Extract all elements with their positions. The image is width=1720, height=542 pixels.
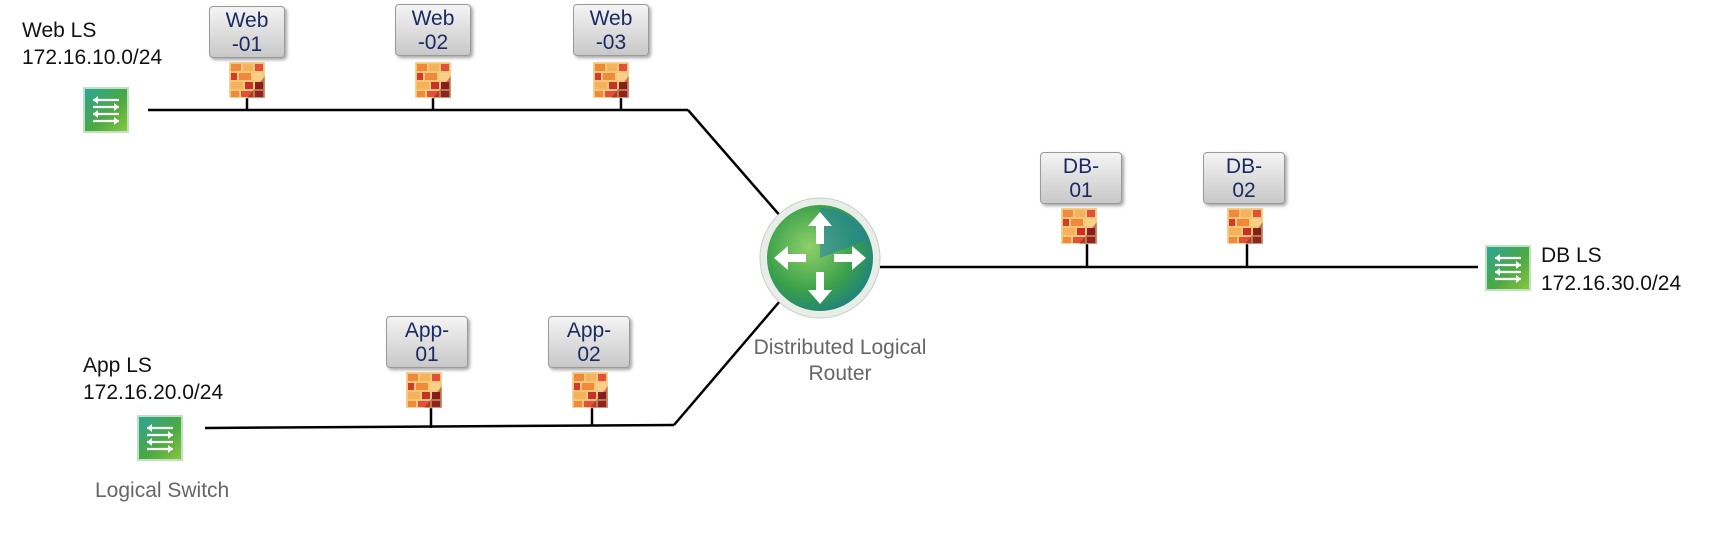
vm-label-line1: DB- (1062, 155, 1100, 178)
vm-label-line1: Web (589, 7, 633, 30)
firewall-icon (228, 61, 266, 99)
firewall-icon (592, 61, 630, 99)
db-ls-name: DB LS (1541, 244, 1602, 267)
vm-label-line1: Web (411, 7, 455, 30)
vm-app-02[interactable]: App- 02 (548, 316, 630, 368)
vm-label-line2: 02 (577, 343, 601, 366)
router-label-line1: Distributed Logical (753, 336, 927, 359)
vm-label-line2: 02 (1232, 179, 1256, 202)
vm-web-01[interactable]: Web -01 (209, 6, 285, 58)
app-ls-subnet: 172.16.20.0/24 (83, 381, 224, 404)
vm-web-03[interactable]: Web -03 (573, 4, 649, 56)
vm-label-line2: 01 (1069, 179, 1093, 202)
logical-switch-icon (82, 86, 130, 134)
router-label-line2: Router (808, 362, 872, 385)
router-icon (759, 197, 881, 319)
vm-label-line2: -03 (595, 31, 627, 54)
firewall-icon (414, 61, 452, 99)
vm-label-line2: -02 (417, 31, 449, 54)
web-ls-segment (148, 108, 783, 219)
router-label: Distributed Logical Router (740, 335, 940, 387)
app-ls-segment (204, 300, 781, 430)
vm-db-01[interactable]: DB- 01 (1040, 152, 1122, 204)
logical-switch-icon (136, 414, 184, 462)
logical-switch-caption: Logical Switch (95, 479, 230, 502)
web-ls-name: Web LS (22, 19, 97, 42)
firewall-icon (571, 371, 609, 409)
web-ls-subnet: 172.16.10.0/24 (22, 46, 163, 69)
firewall-icon (1060, 207, 1098, 245)
firewall-icon (405, 371, 443, 409)
logical-switch-icon (1484, 244, 1532, 292)
vm-label-line2: 01 (415, 343, 439, 366)
db-ls-subnet: 172.16.30.0/24 (1541, 272, 1682, 295)
vm-app-01[interactable]: App- 01 (386, 316, 468, 368)
vm-label-line1: DB- (1225, 155, 1263, 178)
vm-web-02[interactable]: Web -02 (395, 4, 471, 56)
vm-label-line1: App- (566, 319, 612, 342)
vm-label-line2: -01 (231, 33, 263, 56)
vm-label-line1: App- (404, 319, 450, 342)
app-ls-name: App LS (83, 354, 152, 377)
vm-label-line1: Web (225, 9, 269, 32)
vm-db-02[interactable]: DB- 02 (1203, 152, 1285, 204)
firewall-icon (1226, 207, 1264, 245)
